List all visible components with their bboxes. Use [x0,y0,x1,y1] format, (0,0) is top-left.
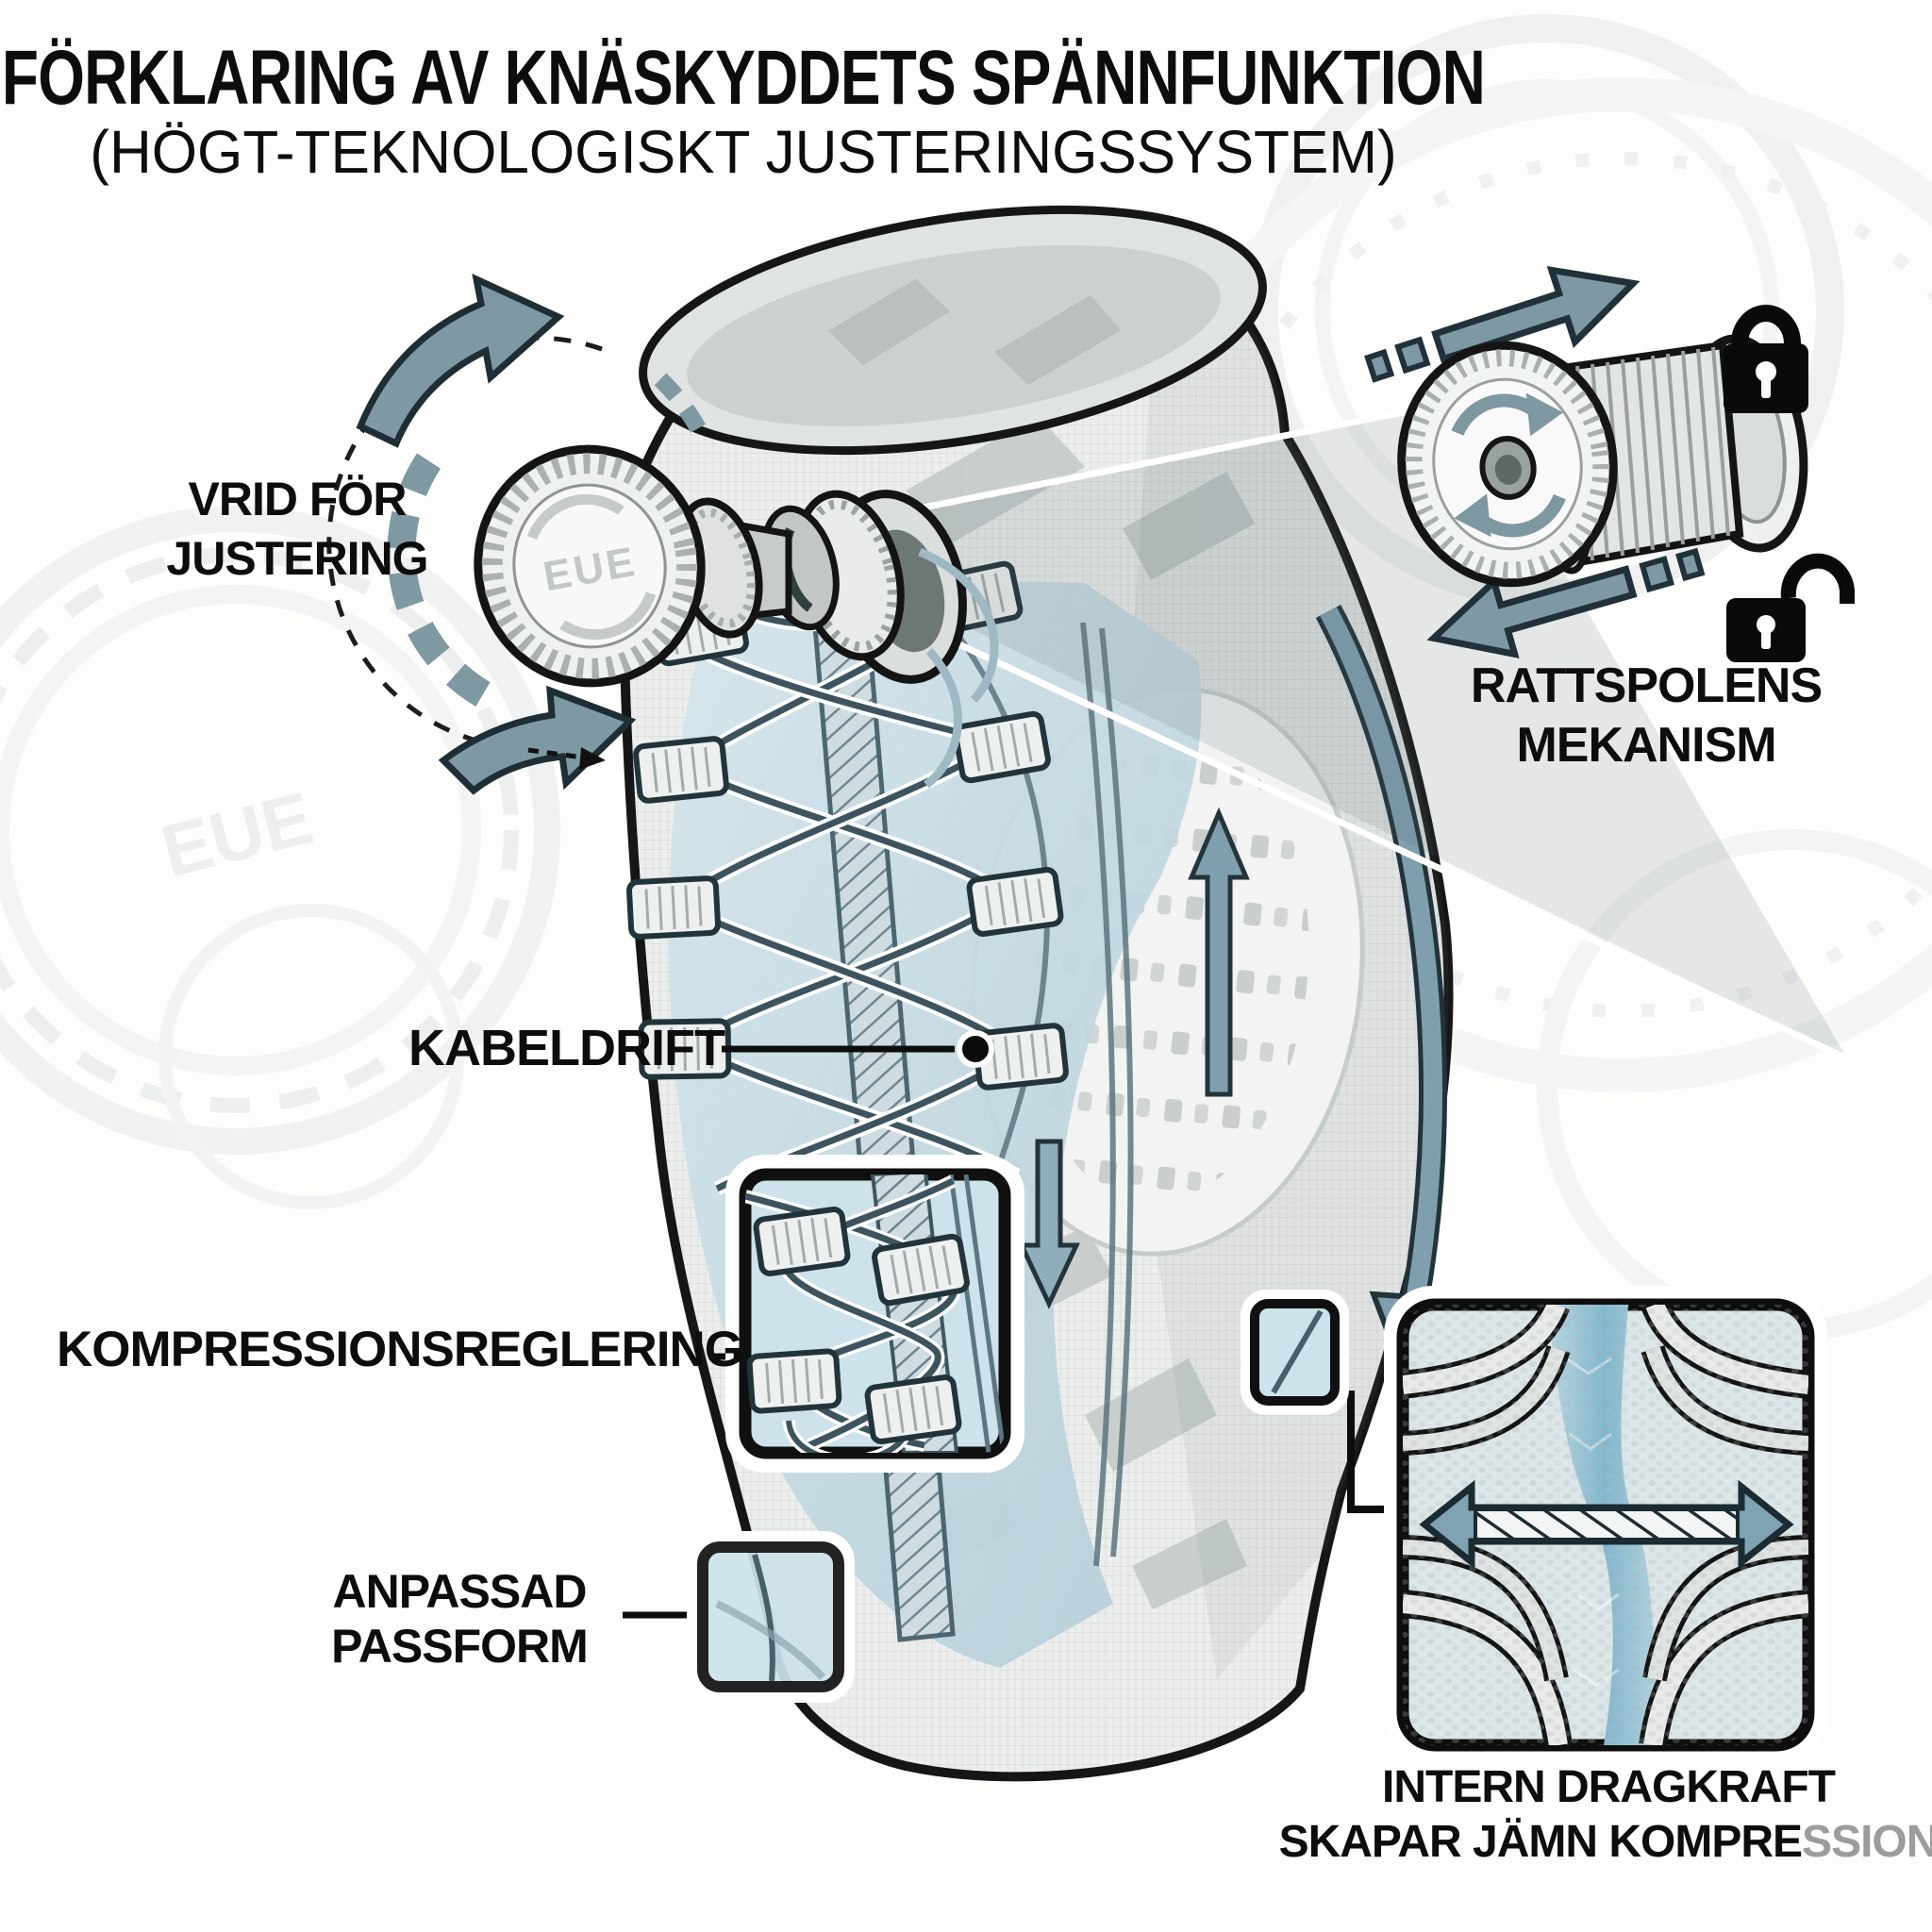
label-custom-fit: ANPASSAD PASSFORM [331,1564,589,1674]
page-subtitle: (HÖGT-TEKNOLOGISKT JUSTERINGSSYSTEM) [70,117,1417,187]
dial-rotation-indicator [326,273,714,795]
label-inset-line2: SKAPAR JÄMN KOMPRESSION [1279,1815,1932,1870]
mini-dashed-arrow-icon [527,747,606,770]
highlight-box-tension-source [1241,1290,1349,1415]
tension-double-arrow-icon [1419,1479,1794,1570]
face-arrow-icon-2 [1454,493,1491,538]
down-arrow-icon [1018,1139,1080,1309]
hub-cable-2 [924,647,962,789]
label-spool-mechanism: RATTSPOLENS MEKANISM [1470,657,1823,775]
page-subtitle-text: (HÖGT-TEKNOLOGISKT JUSTERINGSSYSTEM) [90,118,1397,186]
leader-bullet-dot [957,1030,994,1068]
label-turn-to-adjust: VRID FÖR JUSTERING [166,470,428,589]
thigh-opening [639,205,1267,456]
inset-box-tension [1384,1286,1827,1764]
tension-detail [1403,1305,1808,1745]
lace-direction-arrows [1018,807,1250,1309]
release-arrow-icon [1426,547,1706,658]
lock-closed-icon [1724,305,1808,413]
label-compression-regulation: KOMPRESSIONSREGLERING [57,1322,743,1377]
label-internal-tension: INTERN DRAGKRAFT SKAPAR JÄMN KOMPRESSION [1279,1760,1932,1870]
label-fit-line1: ANPASSAD [332,1565,588,1618]
label-inset-line1: INTERN DRAGKRAFT [1382,1762,1836,1812]
label-spool-line1: RATTSPOLENS [1470,658,1823,713]
dial-knob: EUE [474,444,706,688]
page-title-text: FÖRKLARING AV KNÄSKYDDETS SPÄNNFUNKTION [1,35,1486,121]
rotate-cw-arrow-icon [356,273,565,448]
face-arrow-icon [1525,392,1563,437]
label-inset-line2-faded: SSION [1802,1817,1932,1867]
ghost-dial-logo: EUE [154,775,321,892]
page-title: FÖRKLARING AV KNÄSKYDDETS SPÄNNFUNKTION [0,34,1694,123]
dial-assembly: EUE [474,444,999,789]
inset-box-compression [725,1155,1024,1473]
label-turn-line2: JUSTERING [166,532,428,585]
spool-mechanism [1364,266,1855,662]
label-turn-line1: VRID FÖR [188,473,408,525]
label-fit-line2: PASSFORM [331,1620,589,1673]
compression-detail [745,1174,1005,1453]
up-arrow-icon [1188,807,1250,1097]
hub-cable [918,547,999,704]
highlight-box-fit [687,1531,855,1703]
label-spool-line2: MEKANISM [1516,718,1776,773]
label-inset-line2-main: SKAPAR JÄMN KOMPRE [1278,1817,1803,1867]
label-cable-drive: KABELDRIFT [408,1020,725,1076]
lock-open-icon [1726,553,1855,662]
spool-face [1397,341,1618,588]
